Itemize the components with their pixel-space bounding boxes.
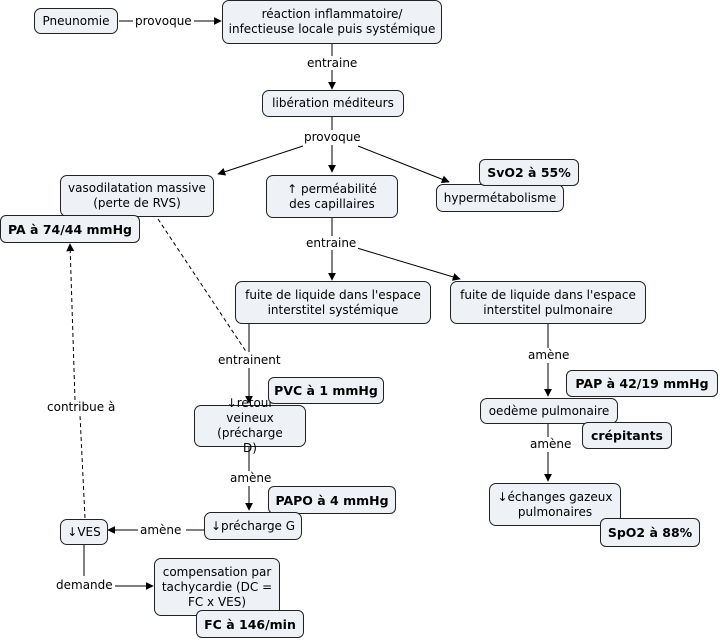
- node-echanges-text: ↓échanges gazeux pulmonaires: [497, 489, 613, 519]
- node-hypermetabolisme[interactable]: hypermétabolisme: [436, 184, 564, 212]
- node-oedeme[interactable]: oedème pulmonaire: [480, 398, 618, 424]
- node-pvc[interactable]: PVC à 1 mmHg: [268, 377, 384, 404]
- link-label-demande: demande: [54, 578, 115, 592]
- node-precharge-g-text: ↓précharge G: [210, 518, 296, 533]
- link-label-amene-ves: amène: [138, 523, 184, 537]
- arrow-provoque-vasodilatation: [217, 145, 304, 176]
- node-pvc-text: PVC à 1 mmHg: [274, 383, 378, 398]
- dashed-ves-contribue: [79, 414, 86, 519]
- node-compensation[interactable]: compensation par tachycardie (DC = FC x …: [154, 558, 280, 616]
- link-label-provoque-2: provoque: [302, 130, 363, 144]
- link-label-amene-pulm-2: amène: [528, 437, 574, 451]
- node-reaction-text: réaction inflammatoire/ infectieuse loca…: [228, 7, 436, 36]
- node-echanges[interactable]: ↓échanges gazeux pulmonaires: [489, 483, 621, 526]
- node-vasodilatation[interactable]: vasodilatation massive (perte de RVS): [60, 175, 214, 217]
- arrow-provoque-hypermetabolisme: [357, 145, 450, 184]
- node-fc-text: FC à 146/min: [204, 616, 296, 632]
- node-compensation-text: compensation par tachycardie (DC = FC x …: [161, 564, 273, 609]
- node-ves[interactable]: ↓VES: [60, 519, 108, 545]
- node-vasodilatation-text: vasodilatation massive (perte de RVS): [68, 181, 206, 210]
- node-pneumonie-text: Pneunomie: [42, 13, 110, 28]
- node-fuite-pulmonaire-text: fuite de liquide dans l'espace interstit…: [460, 287, 636, 317]
- node-reaction[interactable]: réaction inflammatoire/ infectieuse loca…: [222, 0, 442, 44]
- node-hypermetabolisme-text: hypermétabolisme: [443, 190, 557, 205]
- link-label-entraine-2: entraine: [304, 236, 359, 250]
- node-oedeme-text: oedème pulmonaire: [488, 403, 610, 418]
- node-liberation[interactable]: libération méditeurs: [262, 90, 404, 117]
- node-fuite-systemique[interactable]: fuite de liquide dans l'espace interstit…: [235, 281, 431, 324]
- node-papo[interactable]: PAPO à 4 mmHg: [268, 486, 396, 514]
- link-label-entrainent: entrainent: [216, 353, 283, 367]
- arrow-entraine-fuite-pulmonaire: [356, 247, 461, 281]
- node-fuite-systemique-text: fuite de liquide dans l'espace interstit…: [245, 287, 421, 317]
- node-crepitants-text: crépitants: [590, 428, 663, 443]
- node-liberation-text: libération méditeurs: [272, 96, 394, 110]
- link-label-entraine-1: entraine: [305, 56, 360, 70]
- node-retour-veineux-text: ↓retour veineux (précharge D): [217, 396, 283, 455]
- node-svo2-text: SvO2 à 55%: [487, 165, 571, 180]
- node-fuite-pulmonaire[interactable]: fuite de liquide dans l'espace interstit…: [450, 281, 646, 324]
- node-ves-text: ↓VES: [67, 524, 101, 539]
- node-crepitants[interactable]: crépitants: [582, 422, 672, 449]
- link-label-contribue: contribue à: [45, 400, 118, 414]
- node-svo2[interactable]: SvO2 à 55%: [479, 159, 579, 186]
- node-precharge-g[interactable]: ↓précharge G: [204, 512, 302, 540]
- node-papo-text: PAPO à 4 mmHg: [275, 492, 389, 508]
- node-pa[interactable]: PA à 74/44 mmHg: [0, 215, 140, 243]
- dashed-contribue-pa: [66, 243, 76, 401]
- link-label-provoque-1: provoque: [133, 14, 194, 28]
- node-pap-text: PAP à 42/19 mmHg: [575, 376, 709, 391]
- node-permeabilite-text: ↑ perméabilité des capillaires: [287, 181, 377, 211]
- link-label-amene-retour: amène: [228, 471, 274, 485]
- link-label-amene-pulm-1: amène: [526, 348, 572, 362]
- node-spo2[interactable]: SpO2 à 88%: [600, 518, 700, 547]
- node-retour-veineux[interactable]: ↓retour veineux (précharge D): [194, 396, 306, 455]
- node-pa-text: PA à 74/44 mmHg: [8, 221, 132, 237]
- node-pap[interactable]: PAP à 42/19 mmHg: [566, 370, 718, 397]
- node-permeabilite[interactable]: ↑ perméabilité des capillaires: [266, 175, 398, 218]
- node-spo2-text: SpO2 à 88%: [607, 525, 693, 540]
- dashed-vasodilatation-entrainent: [157, 218, 248, 354]
- node-fc[interactable]: FC à 146/min: [196, 610, 304, 638]
- node-pneumonie[interactable]: Pneunomie: [34, 8, 118, 34]
